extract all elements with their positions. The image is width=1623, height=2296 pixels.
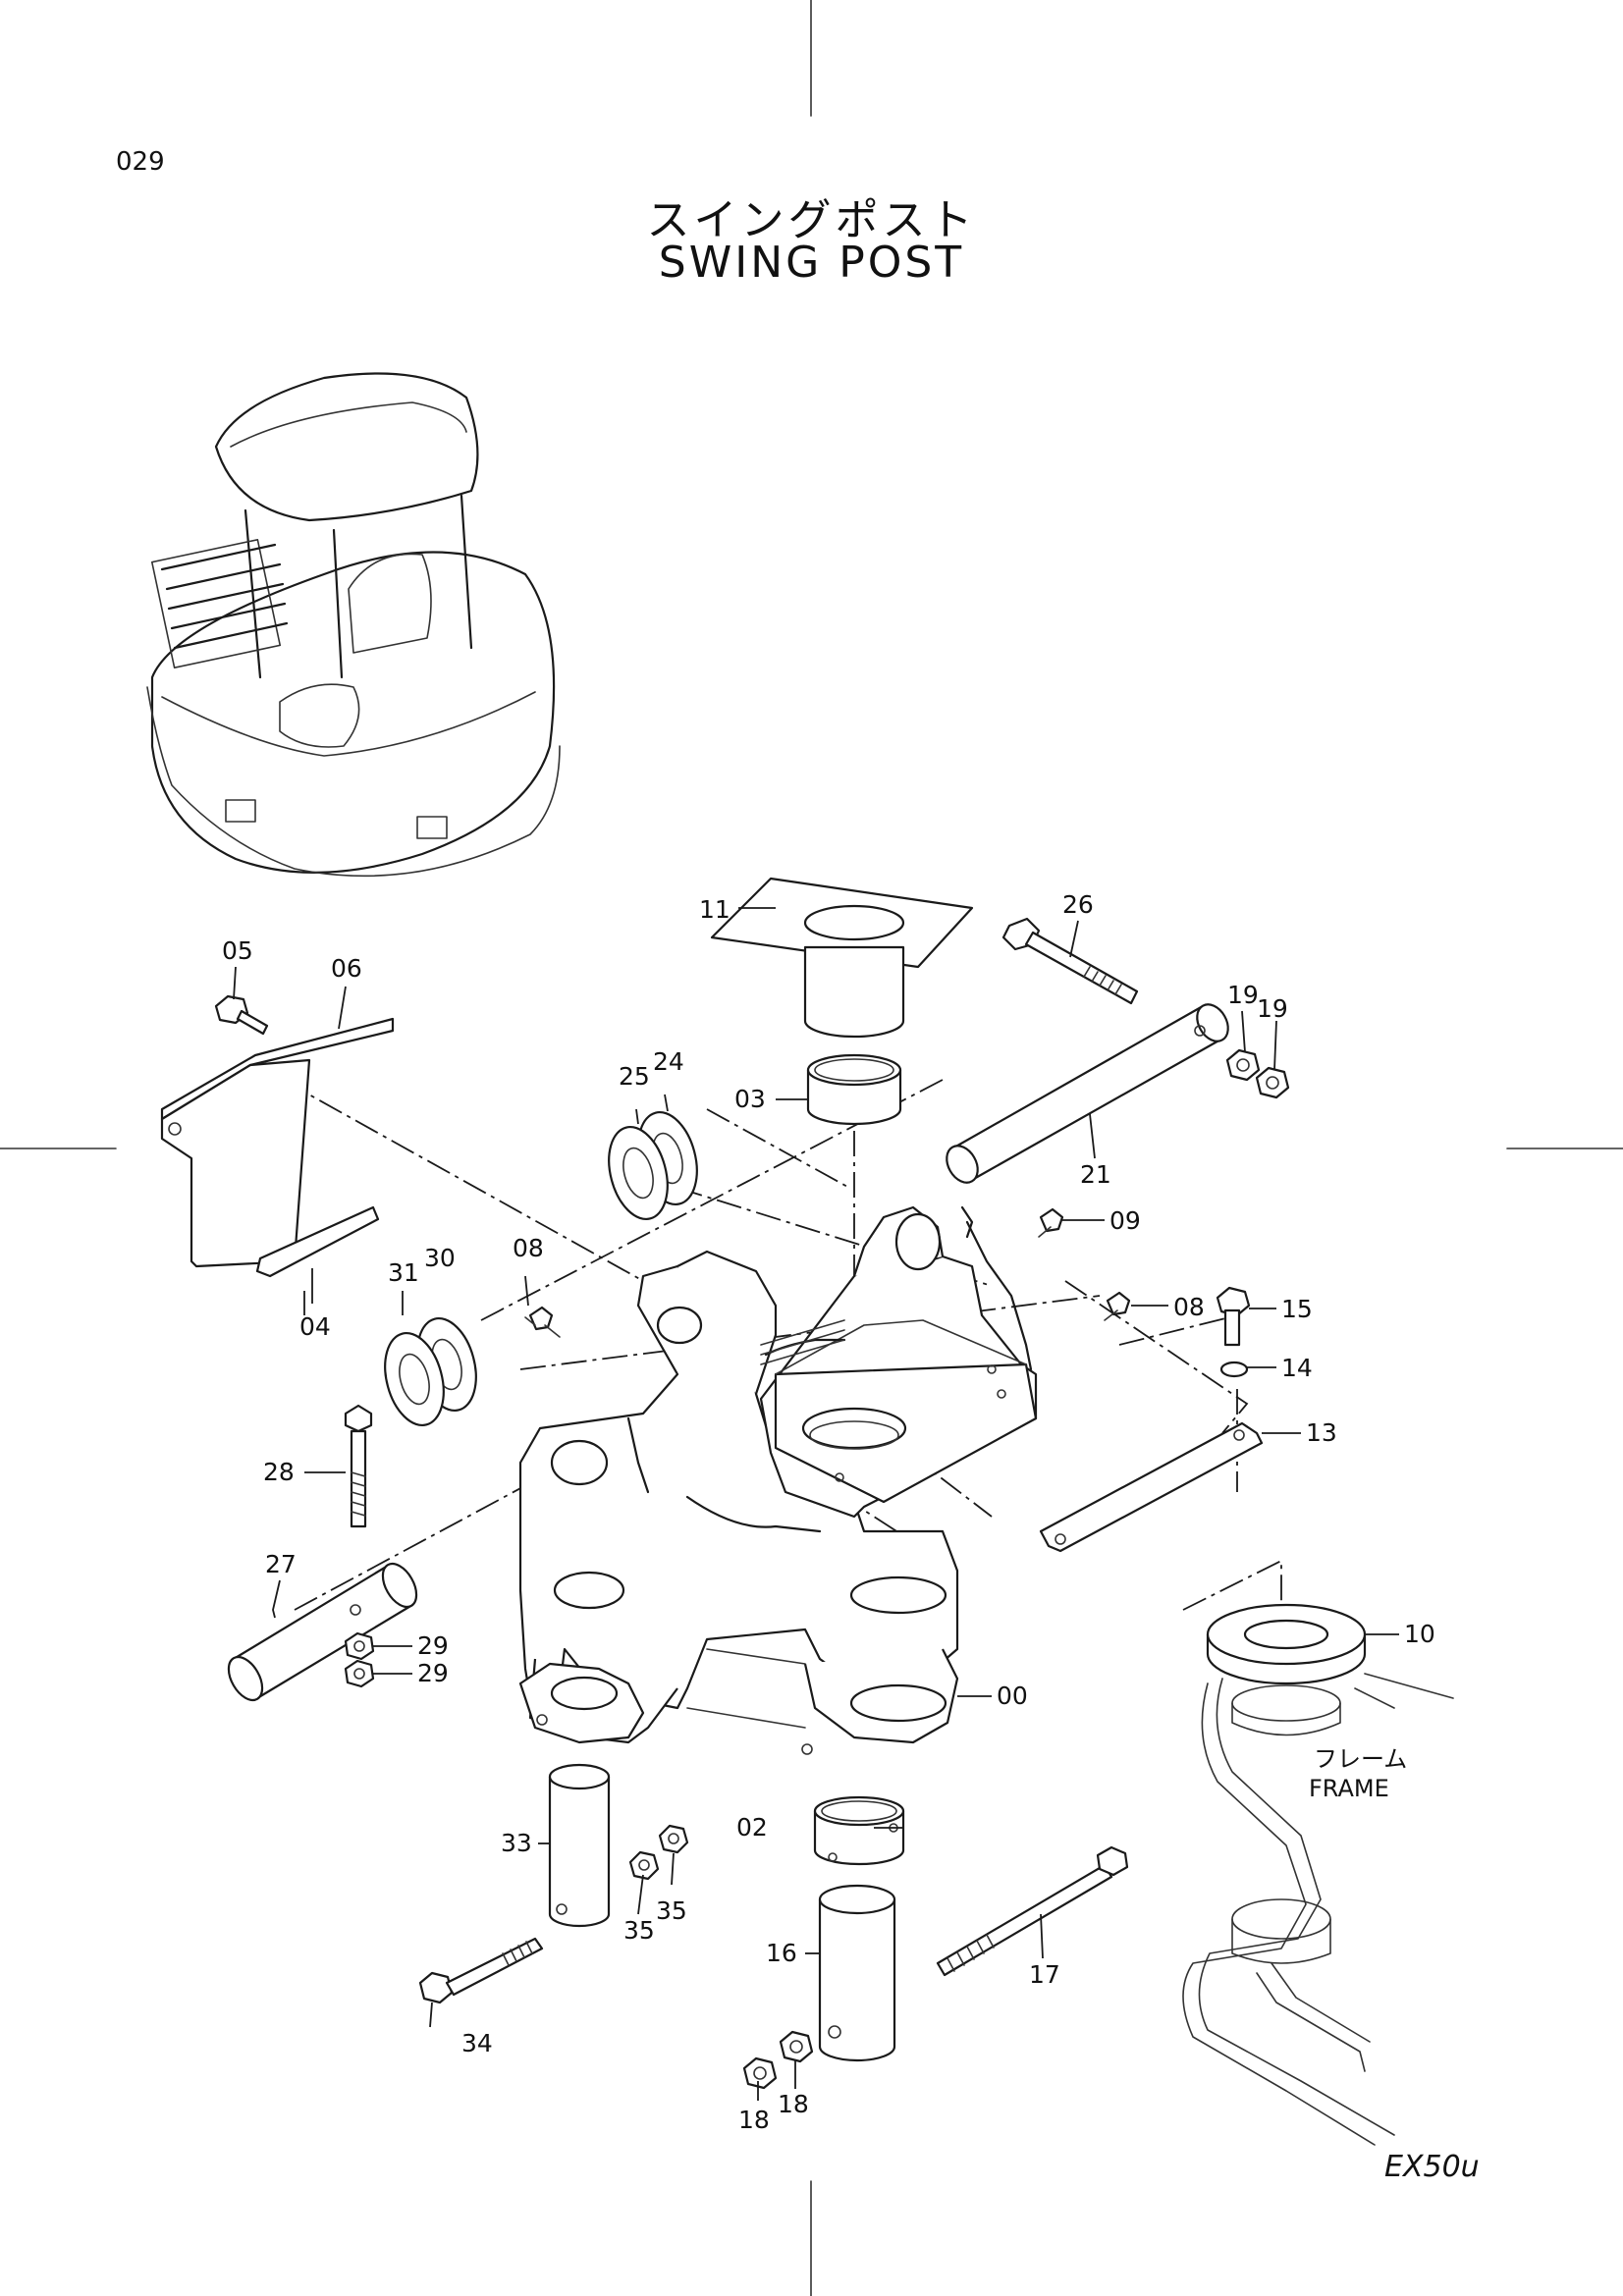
part-02-lower-bushing — [813, 1795, 905, 1866]
callout-33: 33 — [501, 1829, 532, 1857]
callout-28: 28 — [263, 1458, 295, 1486]
callout-13: 13 — [1306, 1418, 1337, 1447]
callout-30: 30 — [424, 1244, 456, 1272]
callout-18a: 18 — [738, 2106, 770, 2134]
part-27-28-29-pin-bolt-nuts — [227, 1404, 418, 1702]
part-24-25-shims — [608, 1110, 698, 1221]
machine-frame — [1182, 1673, 1454, 2146]
grease-fittings-08-09 — [524, 1207, 1131, 1338]
callout-31: 31 — [388, 1258, 419, 1287]
callout-16: 16 — [766, 1939, 797, 1967]
callout-02: 02 — [736, 1813, 768, 1842]
callout-04: 04 — [299, 1312, 331, 1341]
callout-21: 21 — [1080, 1160, 1111, 1189]
callout-24: 24 — [653, 1047, 684, 1076]
callout-27: 27 — [265, 1550, 297, 1578]
part-21-pin — [946, 1003, 1229, 1184]
excavator-overview-illustration — [146, 372, 561, 878]
callout-29b: 29 — [417, 1659, 449, 1687]
part-00-swing-post-body — [518, 1205, 1038, 1755]
callout-09: 09 — [1109, 1206, 1141, 1235]
part-26-long-bolt — [1001, 917, 1139, 1005]
callout-35a: 35 — [623, 1916, 655, 1945]
part-04-strip — [255, 1205, 380, 1278]
callout-29a: 29 — [417, 1631, 449, 1660]
callout-14: 14 — [1281, 1354, 1313, 1382]
part-16-17-18-sleeve-bolt-nuts — [742, 1845, 1129, 2090]
part-33-34-35-tube-bolt-nuts — [418, 1763, 689, 2004]
callout-leader-lines — [233, 907, 1399, 2101]
part-06-cover-plate — [160, 1017, 395, 1268]
callout-08a: 08 — [513, 1234, 544, 1262]
part-10-ring — [1206, 1603, 1367, 1685]
part-13-bar — [1039, 1421, 1264, 1553]
page-number: 029 — [116, 147, 165, 177]
title-english: SWING POST — [658, 238, 965, 288]
callout-26: 26 — [1062, 890, 1094, 919]
callout-08b: 08 — [1173, 1293, 1205, 1321]
callout-19a: 19 — [1227, 981, 1259, 1009]
callout-34: 34 — [461, 2029, 493, 2057]
callout-00: 00 — [997, 1682, 1028, 1710]
callout-35b: 35 — [656, 1896, 687, 1925]
frame-label-english: FRAME — [1309, 1775, 1389, 1802]
callout-06: 06 — [331, 954, 362, 983]
callout-10: 10 — [1404, 1620, 1435, 1648]
part-19-nuts — [1225, 1048, 1290, 1099]
part-11-top-plate — [710, 877, 974, 1039]
part-03-bushing — [806, 1053, 902, 1126]
callout-11: 11 — [699, 895, 730, 924]
callout-18b: 18 — [778, 2090, 809, 2118]
title-japanese: スイングポスト — [646, 195, 977, 245]
model-designation: EX50u — [1384, 2150, 1480, 2184]
callout-15: 15 — [1281, 1295, 1313, 1323]
callout-17: 17 — [1029, 1960, 1060, 1989]
part-14-15-bolt-washer — [1216, 1286, 1251, 1378]
callout-03: 03 — [734, 1085, 766, 1113]
callout-numbers: 11 03 05 06 04 26 19 19 21 09 25 24 08 3… — [222, 890, 1435, 2134]
part-30-31-shims — [384, 1316, 477, 1427]
part-05-bolt — [214, 994, 269, 1036]
callout-19b: 19 — [1257, 994, 1288, 1023]
callout-25: 25 — [619, 1062, 650, 1091]
frame-label-japanese: フレーム — [1314, 1745, 1407, 1773]
callout-05: 05 — [222, 936, 253, 965]
